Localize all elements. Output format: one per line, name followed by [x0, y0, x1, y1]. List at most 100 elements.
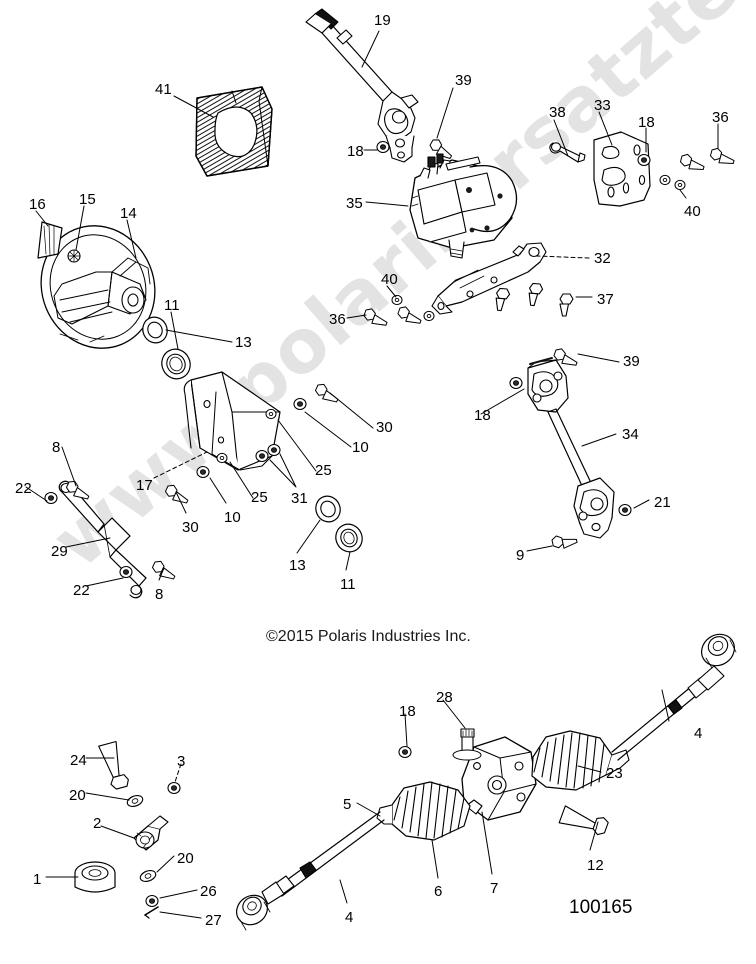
callout-bolt-30-b: 30: [182, 519, 199, 536]
bolt-hex-flange-b2-art: [395, 304, 425, 327]
nut-10-b-art: [196, 465, 210, 479]
callout-bolt-30-a: 30: [376, 419, 393, 436]
nut-lock-b-art: [376, 140, 390, 154]
callout-bolt-flange-lower: 39: [623, 353, 640, 370]
callout-horn-cover-insert: 16: [29, 196, 46, 213]
bolt-hex-flange-a-art: [678, 152, 707, 173]
callout-seal-b: 13: [289, 557, 306, 574]
washer-20-a-art: [126, 795, 144, 807]
washer-b-art: [391, 294, 403, 306]
callout-nut-21: 21: [654, 494, 671, 511]
callout-bolt-flange-upper: 39: [455, 72, 472, 89]
callout-washer-a: 40: [684, 203, 701, 220]
callout-nut-10-a: 10: [352, 439, 369, 456]
callout-bearing-a: 11: [164, 297, 180, 314]
nut-21-art: [618, 503, 632, 517]
intermediate-shaft-art: [527, 357, 615, 539]
callout-cotter-pin: 27: [205, 912, 222, 929]
copyright-notice: ©2015 Polaris Industries Inc.: [266, 628, 471, 645]
callout-washer-b: 40: [381, 271, 398, 288]
pin-rod-art: [549, 142, 586, 163]
callout-tie-rod-right: 4: [694, 725, 703, 742]
bolt-flange-37-art: [559, 293, 574, 317]
callout-bolt-8-a: 8: [52, 439, 61, 456]
washer-a2-art: [674, 179, 686, 191]
bearing-a-art: [161, 348, 191, 380]
bolt-30-a-art: [313, 381, 342, 406]
seal-b-art: [315, 495, 341, 523]
hub-arm-art: [133, 815, 169, 851]
callout-steering-column-pad: 41: [155, 81, 172, 98]
leader-lines: [25, 30, 719, 919]
callout-bushing-1: 1: [33, 871, 42, 888]
nut-lock-a-art: [637, 153, 651, 167]
washer-32-art: [423, 310, 435, 322]
callout-nut-10-b: 10: [224, 509, 241, 526]
callout-boot-right: 23: [606, 765, 623, 782]
callout-bearing-b: 11: [340, 576, 356, 593]
callout-steering-wheel: 14: [120, 205, 137, 222]
callout-seal-a: 13: [235, 334, 252, 351]
callout-bolt-flange-37: 37: [597, 291, 614, 308]
boot-right-art: [531, 730, 630, 791]
callout-nut-22-a: 22: [15, 480, 32, 497]
nut-steering-wheel-art: [67, 249, 81, 263]
callout-nut-steering-wheel: 15: [79, 191, 96, 208]
nut-22-a-art: [44, 491, 58, 505]
callout-bolt-hex-flange-b: 36: [329, 311, 346, 328]
bolt-hex-flange-b-art: [361, 306, 391, 329]
diagram-part-number: 100165: [569, 897, 633, 918]
callout-bolt-8-b: 8: [155, 586, 164, 603]
nut-3-art: [167, 781, 181, 795]
callout-boot-left: 6: [434, 883, 443, 900]
nut-lock-c-art: [509, 376, 523, 390]
bearing-b-art: [335, 523, 363, 553]
callout-steering-post: 17: [136, 477, 153, 494]
steering-column-pad-art: [195, 86, 273, 177]
callout-nut-lock-d: 18: [399, 703, 416, 720]
callout-washer-20-a: 20: [69, 787, 86, 804]
nut-26-art: [145, 894, 159, 908]
grease-fitting-art: [452, 728, 482, 761]
nut-lock-d-art: [398, 745, 412, 759]
steering-post-art: [183, 371, 281, 471]
callout-grease-fitting: 28: [436, 689, 453, 706]
eps-unit-art: [409, 153, 518, 259]
bushing-1-art: [74, 861, 116, 893]
callout-bracket-support: 32: [594, 250, 611, 267]
callout-nut-lock-a: 18: [638, 114, 655, 131]
tie-rod-left-art: [236, 811, 385, 931]
callout-bolt-12: 12: [587, 857, 604, 874]
callout-hub-arm: 2: [93, 815, 102, 832]
bolt-hex-flange-a2-art: [708, 146, 737, 167]
cotter-pin-art: [144, 906, 159, 916]
nut-22-b-art: [119, 565, 133, 579]
spacer-b-art: [216, 452, 228, 464]
callout-nut-lock-c: 18: [474, 407, 491, 424]
steering-shaft-upper-art: [305, 8, 419, 163]
horn-cover-insert-art: [37, 221, 63, 259]
callout-washer-20-b: 20: [177, 850, 194, 867]
callout-tie-rod-end-left: 4: [345, 909, 354, 926]
callout-pin-rod: 38: [549, 104, 566, 121]
nut-31-art: [255, 449, 269, 463]
rack-housing-art: [452, 728, 537, 821]
callout-nut-31: 31: [291, 490, 308, 507]
tie-rod-right-art: [611, 633, 737, 761]
callout-steering-shaft-upper: 19: [374, 12, 391, 29]
nut-10-a-art: [293, 397, 307, 411]
callout-bolt-24: 24: [70, 752, 87, 769]
callout-eps-unit: 35: [346, 195, 363, 212]
callout-tie-rod-left: 5: [343, 796, 352, 813]
bolt-24-art: [98, 740, 129, 790]
nut-31b-art: [267, 443, 281, 457]
bolt-12-art: [558, 805, 609, 836]
bracket-support-art: [431, 242, 547, 315]
bracket-mount-art: [593, 131, 651, 207]
callout-spacer-b: 25: [251, 489, 268, 506]
spacer-a-art: [265, 408, 277, 420]
boot-left-art: [376, 781, 471, 841]
